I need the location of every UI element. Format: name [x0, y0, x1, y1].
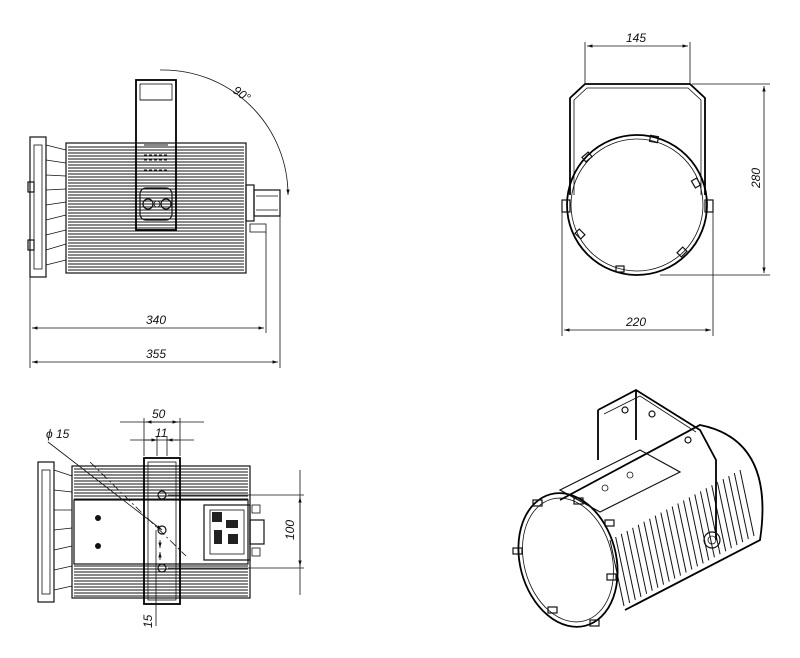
- top-bracket: [143, 457, 181, 605]
- fin-line: [705, 488, 721, 555]
- iso-lens: [517, 492, 619, 628]
- front-bracket: [569, 83, 706, 195]
- isometric-view: [512, 388, 764, 628]
- fin-line: [671, 506, 687, 573]
- rotation-arc: [159, 69, 290, 196]
- fin-line: [615, 536, 631, 604]
- angle-label: 90°: [230, 83, 253, 105]
- dim-label-340: 340: [146, 313, 166, 327]
- fin-line: [711, 485, 727, 552]
- fin-line: [694, 494, 710, 561]
- dim-label-355: 355: [146, 347, 166, 361]
- dim-label-phi15: ϕ 15: [46, 427, 70, 441]
- fin-line: [722, 479, 738, 546]
- fin-line: [739, 469, 755, 537]
- fin-line: [626, 530, 642, 597]
- fin-line: [660, 512, 676, 579]
- fin-line: [666, 509, 682, 576]
- dim-label-220: 220: [625, 315, 646, 329]
- dim-label-15: 15: [141, 614, 155, 628]
- dim-label-100: 100: [283, 520, 297, 540]
- front-view: 145 280 220: [561, 31, 770, 336]
- rear-cable-gland: [245, 184, 281, 233]
- dim-label-50: 50: [152, 407, 166, 421]
- fin-line: [682, 500, 698, 567]
- fin-line: [637, 524, 653, 591]
- lens-flange: [27, 136, 67, 278]
- fin-line: [733, 472, 749, 540]
- fin-line: [728, 475, 744, 543]
- leader-phi15: [47, 441, 163, 531]
- fin-line: [649, 518, 665, 585]
- dim-label-11: 11: [155, 426, 167, 440]
- housing-circle: [566, 134, 708, 276]
- fin-line: [716, 482, 732, 549]
- fin-line: [654, 515, 670, 582]
- fin-line: [677, 503, 693, 570]
- fin-line: [643, 521, 659, 588]
- fin-line: [699, 491, 715, 558]
- side-view: 90° 340 355: [27, 69, 290, 368]
- mounting-bracket: [135, 79, 177, 231]
- top-view: 50 11 ϕ 15 100 15: [37, 407, 304, 628]
- dim-label-145: 145: [626, 31, 646, 45]
- fin-line: [688, 497, 704, 564]
- fin-line: [632, 527, 648, 594]
- fin-line: [620, 533, 636, 601]
- dim-label-280: 280: [749, 168, 763, 189]
- iso-bracket: [597, 388, 717, 540]
- finned-housing: [65, 142, 247, 274]
